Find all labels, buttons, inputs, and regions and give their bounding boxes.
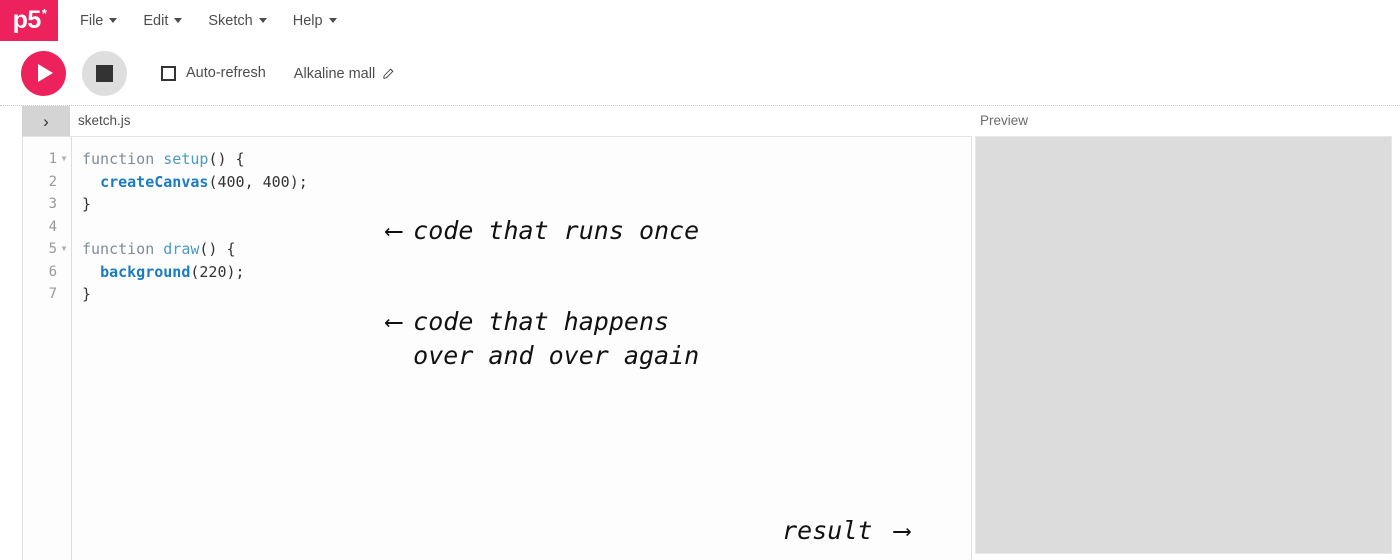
annotation-setup: ⟵ code that runs once bbox=[356, 180, 699, 248]
code-line[interactable]: 6 background(220); bbox=[23, 261, 971, 284]
code-token: } bbox=[82, 195, 92, 214]
pencil-icon[interactable] bbox=[382, 67, 395, 80]
code-line[interactable]: 4 bbox=[23, 216, 971, 239]
code-token: , bbox=[244, 172, 263, 191]
code-text: } bbox=[82, 195, 91, 213]
code-line[interactable]: 2 createCanvas(400, 400); bbox=[23, 171, 971, 194]
code-token: function bbox=[82, 240, 164, 259]
code-token: ( bbox=[190, 262, 200, 281]
code-text: background(220); bbox=[82, 263, 245, 281]
code-token: 220 bbox=[199, 262, 227, 281]
play-button[interactable] bbox=[21, 50, 66, 96]
arrow-left-icon: ⟵ bbox=[386, 216, 401, 245]
auto-refresh-label: Auto-refresh bbox=[186, 65, 266, 81]
fold-triangle-icon[interactable]: ▼ bbox=[61, 154, 67, 164]
code-line[interactable]: 1 ▼ function setup() { bbox=[23, 148, 971, 171]
menu-item-help-label: Help bbox=[292, 12, 323, 29]
annotation-draw-text: code that happens over and over again bbox=[413, 305, 699, 373]
menu-item-help[interactable]: Help bbox=[280, 0, 350, 41]
p5-logo-text: p5 bbox=[12, 6, 42, 34]
p5-logo[interactable]: p5* bbox=[0, 0, 58, 41]
menu-item-edit-label: Edit bbox=[143, 12, 169, 29]
code-token: background bbox=[100, 262, 191, 281]
chevron-down-icon bbox=[258, 18, 267, 23]
menu-item-file-label: File bbox=[80, 12, 104, 29]
chevron-down-icon bbox=[328, 18, 337, 23]
sketch-toolbar: Auto-refresh Alkaline mall bbox=[0, 41, 1400, 106]
code-token: } bbox=[82, 285, 92, 304]
sketch-name-text: Alkaline mall bbox=[293, 65, 376, 82]
line-number: 7 bbox=[48, 286, 57, 303]
arrow-right-icon: ⟶ bbox=[894, 516, 909, 545]
code-text: function setup() { bbox=[82, 150, 245, 168]
line-number: 3 bbox=[48, 196, 57, 213]
preview-canvas[interactable] bbox=[975, 136, 1392, 554]
line-number: 5 bbox=[48, 241, 57, 258]
code-token: ( bbox=[208, 172, 218, 191]
code-line[interactable]: 5 ▼ function draw() { bbox=[23, 238, 971, 261]
line-number: 2 bbox=[48, 173, 57, 190]
code-line[interactable]: 3} bbox=[23, 193, 971, 216]
annotation-setup-text: code that runs once bbox=[413, 216, 700, 245]
menu-bar: p5* File Edit Sketch Help bbox=[0, 0, 1400, 41]
annotation-draw: ⟵ code that happens over and over again bbox=[356, 271, 699, 373]
arrow-left-icon: ⟵ bbox=[386, 307, 401, 336]
annotation-result: result ⟶ bbox=[752, 480, 909, 548]
menu-item-sketch-label: Sketch bbox=[208, 12, 253, 29]
chevron-down-icon bbox=[174, 18, 183, 23]
code-token: 400 bbox=[217, 172, 245, 191]
annotation-result-text: result bbox=[782, 516, 873, 545]
annotation-draw-line1: code that happens bbox=[413, 307, 670, 336]
code-token: createCanvas bbox=[100, 172, 209, 191]
code-token bbox=[82, 263, 100, 281]
line-number: 6 bbox=[48, 263, 57, 280]
code-token: 400 bbox=[262, 172, 290, 191]
auto-refresh-checkbox[interactable] bbox=[161, 65, 176, 81]
code-token: setup bbox=[163, 150, 209, 169]
chevron-right-icon: › bbox=[43, 111, 49, 131]
preview-panel-label: Preview bbox=[980, 113, 1029, 128]
sidebar-toggle-button[interactable]: › bbox=[22, 106, 70, 136]
menu-item-edit[interactable]: Edit bbox=[130, 0, 195, 41]
sketch-name-field[interactable]: Alkaline mall bbox=[294, 65, 395, 82]
line-number: 1 bbox=[48, 151, 57, 168]
play-icon bbox=[38, 64, 53, 82]
annotation-draw-line2: over and over again bbox=[413, 341, 700, 370]
menu-item-list: File Edit Sketch Help bbox=[58, 0, 350, 41]
code-token: ); bbox=[289, 172, 308, 191]
stop-icon bbox=[96, 64, 113, 82]
chevron-down-icon bbox=[109, 18, 118, 23]
stop-button[interactable] bbox=[82, 50, 127, 96]
code-token: draw bbox=[163, 240, 200, 259]
auto-refresh-toggle[interactable]: Auto-refresh bbox=[161, 65, 266, 81]
code-token: ); bbox=[226, 262, 245, 281]
menu-item-sketch[interactable]: Sketch bbox=[195, 0, 279, 41]
fold-triangle-icon[interactable]: ▼ bbox=[61, 244, 67, 254]
line-number: 4 bbox=[48, 218, 57, 235]
code-text: function draw() { bbox=[82, 240, 236, 258]
code-token: function bbox=[82, 150, 164, 169]
code-text: } bbox=[82, 285, 91, 303]
code-line[interactable]: 7} bbox=[23, 283, 971, 306]
line-number-gutter bbox=[23, 137, 72, 560]
code-line-list: 1▼function setup() {2 createCanvas(400, … bbox=[23, 137, 971, 306]
file-tab-row: › sketch.js Preview bbox=[0, 106, 1400, 136]
code-token: () { bbox=[208, 150, 245, 169]
menu-item-file[interactable]: File bbox=[67, 0, 130, 41]
code-token bbox=[82, 173, 100, 191]
code-text: createCanvas(400, 400); bbox=[82, 173, 308, 191]
code-editor[interactable]: 1▼function setup() {2 createCanvas(400, … bbox=[22, 136, 972, 560]
file-tab-sketch-js[interactable]: sketch.js bbox=[78, 113, 131, 128]
p5-logo-star: * bbox=[41, 6, 47, 21]
code-token: () { bbox=[199, 240, 236, 259]
